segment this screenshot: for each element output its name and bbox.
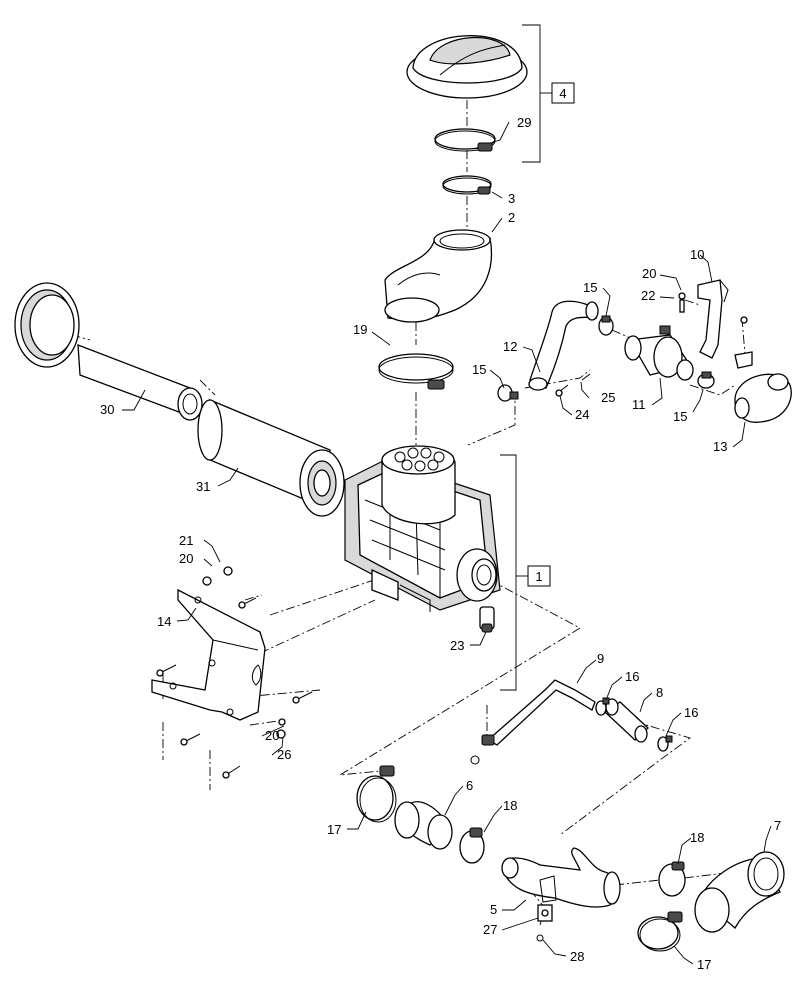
callout-31: 31	[196, 479, 210, 494]
callout-20-top: 20	[642, 266, 656, 281]
hose-clamps-16	[595, 697, 673, 752]
bracket-10	[678, 279, 753, 369]
callout-14: 14	[157, 614, 171, 629]
assembly-box-4-label: 4	[559, 86, 566, 101]
callout-30: 30	[100, 402, 114, 417]
callout-10: 10	[690, 247, 704, 262]
assembly-box-1-label: 1	[535, 569, 542, 584]
callout-12: 12	[503, 339, 517, 354]
hose-clamp-17-lower	[637, 911, 683, 952]
callout-6: 6	[466, 778, 473, 793]
vacuator-valve-23	[479, 606, 495, 633]
hose-clamp-19	[378, 353, 454, 390]
callout-22: 22	[641, 288, 655, 303]
air-filter-housing	[344, 445, 501, 612]
callout-28: 28	[570, 949, 584, 964]
hose-clamp-18-left	[459, 827, 485, 864]
hose-sleeve-6	[394, 801, 453, 850]
callout-18-right: 18	[690, 830, 704, 845]
assembly-box-4: 4	[551, 82, 575, 104]
callout-24: 24	[575, 407, 589, 422]
hose-9	[470, 679, 596, 765]
intake-elbow-2	[384, 229, 493, 323]
screws-24-25	[555, 373, 591, 397]
callout-27: 27	[483, 922, 497, 937]
assembly-box-1: 1	[527, 565, 551, 587]
bracket-assembly-1	[500, 454, 528, 691]
callout-5: 5	[490, 902, 497, 917]
callout-16-right: 16	[684, 705, 698, 720]
callout-20-bottom: 20	[265, 728, 279, 743]
valve-11	[624, 325, 694, 381]
callout-21: 21	[179, 533, 193, 548]
callout-17-top: 17	[327, 822, 341, 837]
callout-11: 11	[632, 397, 646, 412]
callout-2: 2	[508, 210, 515, 225]
sensor-27	[536, 904, 553, 942]
hose-13	[734, 373, 792, 423]
hose-clamps-15	[497, 315, 715, 402]
precleaner-cap	[406, 35, 528, 99]
mounting-bracket-14	[151, 588, 266, 721]
callout-3: 3	[508, 191, 515, 206]
filter-cover-30	[14, 282, 203, 421]
hose-clamp-29	[434, 128, 496, 152]
callout-17-bottom: 17	[697, 957, 711, 972]
callout-7: 7	[774, 818, 781, 833]
callout-15-left: 15	[472, 362, 486, 377]
callout-8: 8	[656, 685, 663, 700]
hose-clamp-3	[442, 175, 492, 195]
hose-7	[694, 851, 785, 933]
hose-clamp-17-upper	[356, 765, 397, 823]
callout-labels: 29 3 2 19 30 31 10 20 22 15 12 15 25 24 …	[100, 115, 781, 972]
hose-12	[528, 300, 599, 391]
callout-29: 29	[517, 115, 531, 130]
filter-element-31	[197, 399, 345, 517]
callout-9: 9	[597, 651, 604, 666]
elbow-hose-5	[501, 847, 621, 908]
callout-15-top: 15	[583, 280, 597, 295]
callout-20-left: 20	[179, 551, 193, 566]
callout-25: 25	[601, 390, 615, 405]
hose-8	[603, 698, 649, 743]
callout-16-top: 16	[625, 669, 639, 684]
callout-26: 26	[277, 747, 291, 762]
bracket-assembly-4	[522, 24, 552, 163]
bracket-bolts	[156, 566, 313, 779]
callout-23: 23	[450, 638, 464, 653]
leader-lines	[122, 121, 772, 965]
callout-18-left: 18	[503, 798, 517, 813]
hose-clamp-18-right	[658, 861, 686, 897]
callout-19: 19	[353, 322, 367, 337]
callout-15-right: 15	[673, 409, 687, 424]
callout-13: 13	[713, 439, 727, 454]
